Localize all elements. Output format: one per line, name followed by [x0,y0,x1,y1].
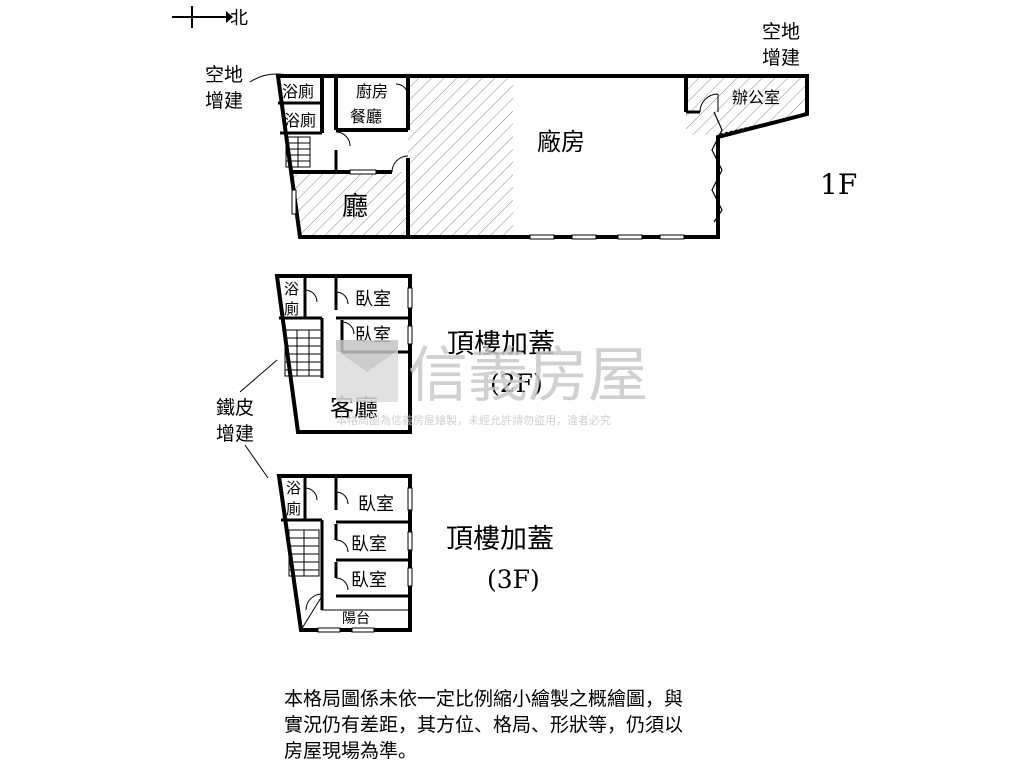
stairs-2f [284,329,322,377]
room-3f-bedroom-3: 臥室 [351,570,387,591]
room-bath-1: 浴廁 [282,82,314,101]
floor-3f: 浴 廁 臥室 臥室 臥室 陽台 頂樓加蓋 (3F) [276,474,554,633]
room-3f-balcony: 陽台 [342,611,370,627]
annex-right-line1: 空地 [762,21,800,43]
disclaimer-note: 本格局圖係未依一定比例縮小繪製之概繪圖，與 實況仍有差距，其方位、格局、形狀等，… [284,686,764,764]
room-3f-bedroom-1: 臥室 [358,494,394,515]
floor-1f-label: 1F [820,168,857,201]
floor-1f: 浴廁 浴廁 廚房 餐廳 廳 廠房 辦公室 1F 空地 增建 空地 增建 [205,21,857,240]
annex-left-line2: 增建 [205,90,243,112]
room-3f-bedroom-2: 臥室 [351,534,387,555]
room-2f-bath-line2: 廁 [284,300,299,318]
room-dining: 餐廳 [350,107,382,126]
watermark-brand: 信義房屋 [408,341,648,411]
room-2f-bedroom-1: 臥室 [355,289,391,310]
hatch-corridor [408,78,513,237]
room-bath-2: 浴廁 [284,111,316,130]
room-kitchen: 廚房 [356,82,388,101]
disclaimer-line-2: 實況仍有差距，其方位、格局、形狀等，仍須以 [284,714,684,736]
iron-annex-note: 鐵皮 增建 [216,359,278,479]
watermark-notice: 本格局圖為信義房屋繪製，未經允許請勿盜用，違者必究 [336,413,611,427]
north-label: 北 [230,8,248,29]
floor-2f-title: 頂樓加蓋 [447,329,555,360]
brand-watermark: 信義房屋 本格局圖為信義房屋繪製，未經允許請勿盜用，違者必究 [336,340,648,427]
room-3f-bath-line2: 廁 [286,500,301,518]
iron-annex-line1: 鐵皮 [216,397,254,419]
room-2f-bath-line1: 浴 [284,280,299,298]
room-3f-bath-line1: 浴 [286,479,301,497]
stairs-1f [285,136,311,168]
annex-left-line1: 空地 [205,64,243,86]
disclaimer-line-3: 房屋現場為準。 [284,740,418,762]
floor-3f-subtitle: (3F) [487,565,540,594]
stairs-3f [288,529,320,577]
room-factory: 廠房 [537,128,585,156]
north-compass: 北 [172,6,248,29]
floor-3f-title: 頂樓加蓋 [446,524,554,555]
wall-zigzag [711,111,723,223]
brand-logo [336,340,398,402]
floor-2f-subtitle: (2F) [490,369,543,398]
room-office: 辦公室 [732,88,780,107]
annex-right-line2: 增建 [762,47,800,69]
disclaimer-line-1: 本格局圖係未依一定比例縮小繪製之概繪圖，與 [284,688,684,710]
hatch-hall [292,172,408,237]
iron-annex-line2: 增建 [216,423,254,445]
room-hall: 廳 [342,192,368,222]
wall-2f-outer [274,274,412,434]
balcony-3f [300,594,411,631]
